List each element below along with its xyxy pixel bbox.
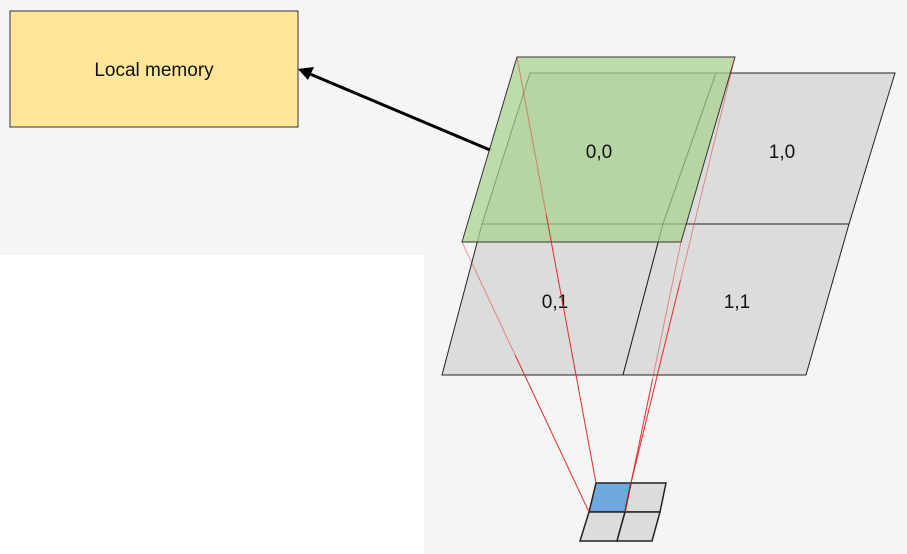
- tile-1-0-label: 1,0: [769, 142, 795, 163]
- projection-lines: [461, 56, 736, 513]
- workgroup-cell-1-1: [616, 511, 661, 542]
- tile-1-1-label: 1,1: [724, 292, 750, 313]
- projection-line: [624, 241, 682, 513]
- tile-1-1-cell: [622, 223, 850, 376]
- load-arrow: [298, 67, 491, 152]
- workgroup-cell-1-0: [624, 482, 667, 513]
- arrow-shaft: [309, 72, 491, 152]
- projection-line: [516, 56, 597, 484]
- loaded-region-highlight: [461, 56, 736, 243]
- workgroup-cell-0-0: [588, 482, 632, 513]
- tile-0-0-label: 0,0: [586, 142, 612, 163]
- local-memory-label: Local memory: [94, 60, 214, 81]
- local-memory-box: [9, 10, 299, 128]
- projection-line: [461, 241, 590, 513]
- projection-line: [630, 56, 736, 484]
- arrow-head-icon: [298, 67, 314, 80]
